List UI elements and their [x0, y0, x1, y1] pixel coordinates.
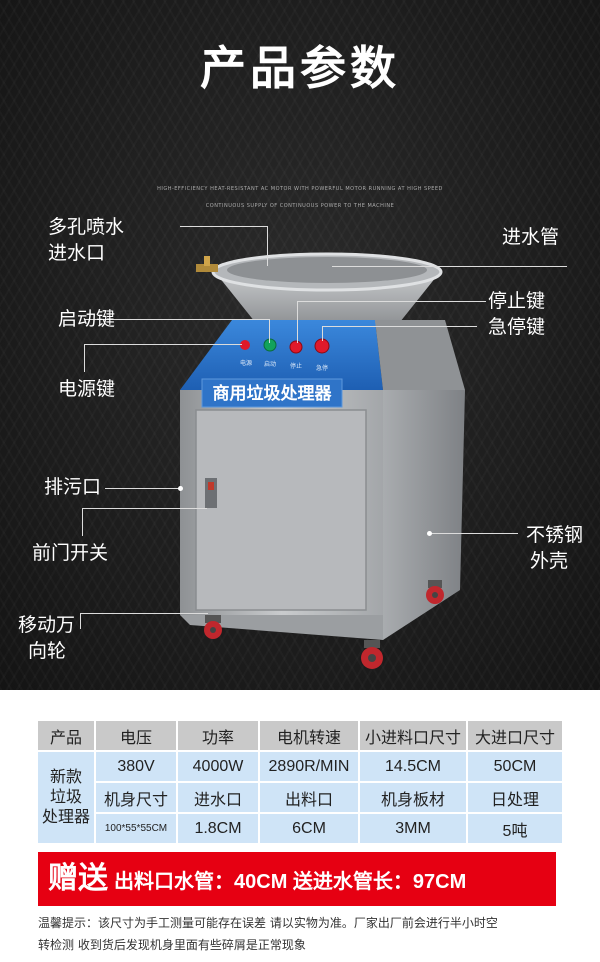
emergency-button	[314, 338, 330, 354]
gift-label: 赠送	[48, 862, 108, 895]
table-header-cell: 电压	[94, 719, 178, 752]
gift-banner: 赠送出料口水管：40CM 送进水管长：97CM	[38, 852, 556, 906]
button-label-power: 电源	[240, 359, 252, 367]
table-cell: 4000W	[176, 750, 260, 783]
callout-caster: 移动万 向轮	[18, 614, 76, 662]
table-cell: 380V	[94, 750, 178, 783]
inlet-valve	[196, 264, 218, 272]
table-cell: 50CM	[466, 750, 564, 783]
callout-steel-shell: 不锈钢 外壳	[526, 524, 584, 572]
table-cell: 1.8CM	[176, 812, 260, 845]
machine-illustration: 商用垃圾处理器 电源 启动 停止 急停	[180, 252, 465, 669]
table-cell: 6CM	[258, 812, 360, 845]
callout-spray: 多孔喷水 进水口	[48, 216, 125, 264]
table-cell: 机身板材	[358, 781, 468, 814]
caster-wheels	[204, 580, 444, 669]
table-header-cell: 电机转速	[258, 719, 360, 752]
control-panel	[180, 320, 383, 390]
machine-label-plate	[201, 378, 343, 408]
callout-inlet-pipe: 进水管	[502, 226, 560, 248]
product-hero: 产品参数 HIGH-EFFICIENCY HEAT-RESISTANT AC M…	[0, 0, 600, 690]
table-header-cell: 小进料口尺寸	[358, 719, 468, 752]
button-label-stop: 停止	[290, 362, 302, 370]
table-row: 新款 垃圾 处理器 380V 4000W 2890R/MIN 14.5CM 50…	[36, 750, 564, 845]
note-line-1: 温馨提示：该尺寸为手工测量可能存在误差 请以实物为准。厂家出厂前会进行半小时空	[38, 916, 498, 930]
callout-power-key: 电源键	[58, 378, 116, 400]
button-label-emergency: 急停	[316, 364, 328, 372]
page-title: 产品参数	[200, 41, 400, 95]
table-cell: 进水口	[176, 781, 260, 814]
table-header-row: 产品 电压 功率 电机转速 小进料口尺寸 大进口尺寸	[36, 719, 564, 752]
button-label-start: 启动	[264, 360, 276, 368]
table-cell: 100*55*55CM	[94, 812, 178, 845]
subtitle-line-2: CONTINUOUS SUPPLY OF CONTINUOUS POWER TO…	[205, 203, 395, 209]
table-row: 机身尺寸 进水口 出料口 机身板材 日处理	[37, 781, 564, 814]
table-cell: 2890R/MIN	[258, 750, 360, 783]
warm-tip-note: 温馨提示：该尺寸为手工测量可能存在误差 请以实物为准。厂家出厂前会进行半小时空 …	[38, 912, 578, 956]
table-header-cell: 产品	[36, 719, 96, 752]
table-cell: 5吨	[466, 812, 564, 845]
callout-drain: 排污口	[44, 476, 102, 498]
table-header-cell: 大进口尺寸	[466, 719, 564, 752]
table-header-cell: 功率	[176, 719, 260, 752]
machine-label: 商用垃圾处理器	[213, 383, 333, 404]
product-name-cell: 新款 垃圾 处理器	[36, 750, 96, 845]
table-row: 100*55*55CM 1.8CM 6CM 3MM 5吨	[37, 812, 564, 845]
callout-stop-key: 停止键	[488, 290, 546, 312]
stop-button	[289, 340, 303, 354]
callout-emergency-key: 急停键	[488, 316, 546, 338]
table-cell: 3MM	[358, 812, 468, 845]
funnel-mouth	[227, 257, 427, 283]
callout-door-switch: 前门开关	[32, 542, 109, 564]
table-cell: 日处理	[466, 781, 564, 814]
spec-table: 产品 电压 功率 电机转速 小进料口尺寸 大进口尺寸 新款 垃圾 处理器 380…	[36, 719, 564, 845]
table-cell: 机身尺寸	[94, 781, 178, 814]
start-button	[263, 338, 277, 352]
front-door	[195, 409, 367, 611]
power-button	[240, 340, 250, 350]
table-cell: 14.5CM	[358, 750, 468, 783]
note-line-2: 转检测 收到货后发现机身里面有些碎屑是正常现象	[38, 938, 306, 952]
subtitle-line-1: HIGH-EFFICIENCY HEAT-RESISTANT AC MOTOR …	[157, 186, 443, 192]
gift-text: 出料口水管：40CM 送进水管长：97CM	[114, 871, 467, 893]
machine-body-side	[383, 390, 465, 640]
callout-start-key: 启动键	[58, 308, 116, 330]
table-cell: 出料口	[258, 781, 360, 814]
